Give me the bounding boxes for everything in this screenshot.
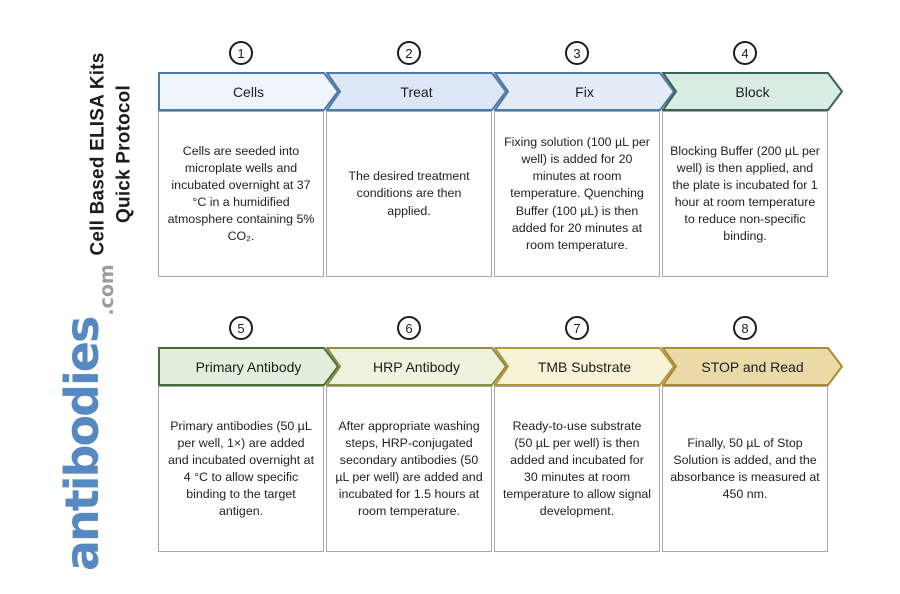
step-description: Fixing solution (100 µL per well) is add… xyxy=(494,111,660,277)
step-arrow-label: TMB Substrate xyxy=(537,358,632,375)
step-number: 2 xyxy=(405,45,413,61)
step-number-badge: 4 xyxy=(733,41,757,65)
brand-logo: antibodies.com xyxy=(55,264,135,571)
step-number: 1 xyxy=(237,45,245,61)
step-arrow-label: Primary Antibody xyxy=(195,358,302,375)
step-arrow-label: Fix xyxy=(575,83,594,100)
step-arrow: STOP and Read xyxy=(662,347,843,386)
step-description: Ready-to-use substrate (50 µL per well) … xyxy=(494,386,660,552)
step-number-badge: 8 xyxy=(733,316,757,340)
step-number-badge: 5 xyxy=(229,316,253,340)
step-number: 8 xyxy=(741,320,749,336)
protocol-title: Cell Based ELISA Kits Quick Protocol xyxy=(86,47,138,262)
step-block: 4 Block Blocking Buffer (200 µL per well… xyxy=(662,41,843,277)
step-arrow-shape xyxy=(158,347,339,386)
step-arrow-shape xyxy=(662,72,843,111)
step-stop-and-read: 8 STOP and Read Finally, 50 µL of Stop S… xyxy=(662,316,843,552)
step-number-badge: 7 xyxy=(565,316,589,340)
step-arrow-shape xyxy=(494,72,675,111)
step-arrow-shape xyxy=(494,347,675,386)
brand-logo-tld: .com xyxy=(96,264,118,316)
step-number: 4 xyxy=(741,45,749,61)
step-arrow-label: HRP Antibody xyxy=(373,358,460,375)
step-arrow: Cells xyxy=(158,72,339,111)
step-arrow: TMB Substrate xyxy=(494,347,675,386)
step-description: Blocking Buffer (200 µL per well) is the… xyxy=(662,111,828,277)
brand-logo-text: antibodies xyxy=(55,317,109,571)
step-arrow-label: Treat xyxy=(400,83,433,100)
step-arrow-shape xyxy=(158,72,339,111)
step-number-badge: 2 xyxy=(397,41,421,65)
step-arrow-shape xyxy=(326,72,507,111)
step-primary-antibody: 5 Primary Antibody Primary antibodies (5… xyxy=(158,316,339,552)
step-arrow: Fix xyxy=(494,72,675,111)
step-description: The desired treatment conditions are the… xyxy=(326,111,492,277)
step-arrow: HRP Antibody xyxy=(326,347,507,386)
step-number: 6 xyxy=(405,320,413,336)
step-arrow-shape xyxy=(662,347,843,386)
step-number: 5 xyxy=(237,320,245,336)
step-number-badge: 6 xyxy=(397,316,421,340)
step-treat: 2 Treat The desired treatment conditions… xyxy=(326,41,507,277)
step-arrow-label: STOP and Read xyxy=(701,358,804,375)
step-tmb-substrate: 7 TMB Substrate Ready-to-use substrate (… xyxy=(494,316,675,552)
step-arrow-label: Cells xyxy=(232,83,265,100)
protocol-title-line-1: Cell Based ELISA Kits xyxy=(87,52,109,256)
step-description: Primary antibodies (50 µL per well, 1×) … xyxy=(158,386,324,552)
step-fix: 3 Fix Fixing solution (100 µL per well) … xyxy=(494,41,675,277)
step-hrp-antibody: 6 HRP Antibody After appropriate washing… xyxy=(326,316,507,552)
step-description: After appropriate washing steps, HRP-con… xyxy=(326,386,492,552)
step-number-badge: 3 xyxy=(565,41,589,65)
step-number: 7 xyxy=(573,320,581,336)
step-description: Finally, 50 µL of Stop Solution is added… xyxy=(662,386,828,552)
step-arrow-shape xyxy=(326,347,507,386)
step-arrow: Primary Antibody xyxy=(158,347,339,386)
protocol-title-line-2: Quick Protocol xyxy=(113,85,135,223)
step-cells: 1 Cells Cells are seeded into microplate… xyxy=(158,41,339,277)
step-arrow: Block xyxy=(662,72,843,111)
step-arrow-label: Block xyxy=(735,83,770,100)
step-arrow: Treat xyxy=(326,72,507,111)
step-number: 3 xyxy=(573,45,581,61)
step-description: Cells are seeded into microplate wells a… xyxy=(158,111,324,277)
step-number-badge: 1 xyxy=(229,41,253,65)
